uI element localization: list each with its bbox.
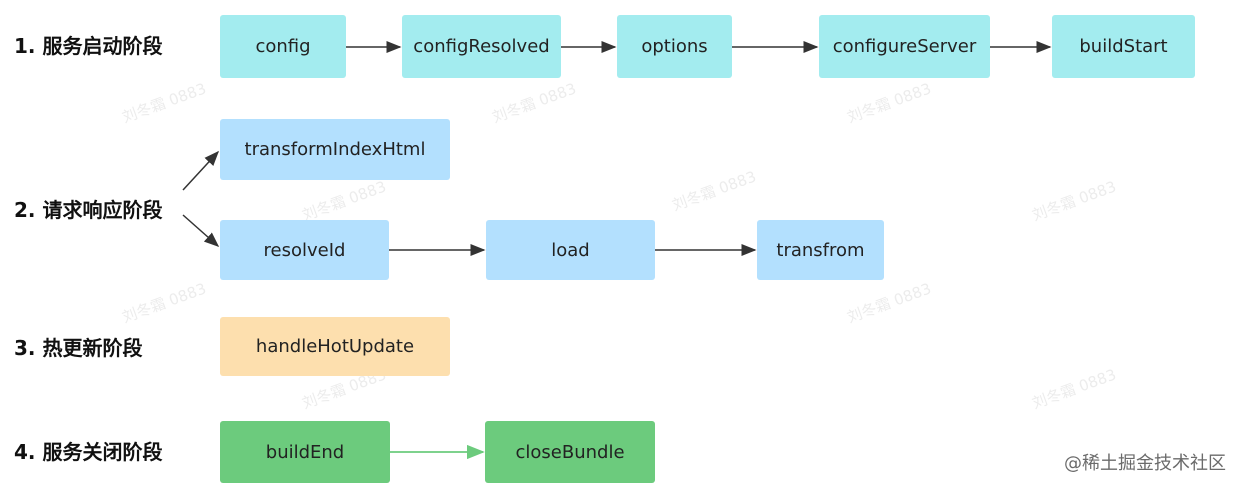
hook-closebundle: closeBundle — [485, 421, 655, 483]
arrow-branch-to-transformindexhtml — [182, 150, 220, 191]
hook-handlehotupdate: handleHotUpdate — [220, 317, 450, 376]
hook-configureserver: configureServer — [819, 15, 990, 78]
arrow-branch-to-resolveid — [182, 214, 220, 247]
hook-options: options — [617, 15, 732, 78]
hook-transformindexhtml: transformIndexHtml — [220, 119, 450, 180]
hook-configresolved: configResolved — [402, 15, 561, 78]
stage-label-hot-update: 3. 热更新阶段 — [14, 336, 143, 360]
source-credit: @稀土掘金技术社区 — [1064, 453, 1226, 474]
hook-transfrom: transfrom — [757, 220, 884, 280]
hook-config: config — [220, 15, 346, 78]
hook-buildend: buildEnd — [220, 421, 390, 483]
hook-resolveid: resolveId — [220, 220, 389, 280]
stage-label-request: 2. 请求响应阶段 — [14, 198, 163, 222]
stage-label-startup: 1. 服务启动阶段 — [14, 34, 163, 58]
hook-load: load — [486, 220, 655, 280]
stage-label-shutdown: 4. 服务关闭阶段 — [14, 440, 163, 464]
hook-buildstart: buildStart — [1052, 15, 1195, 78]
